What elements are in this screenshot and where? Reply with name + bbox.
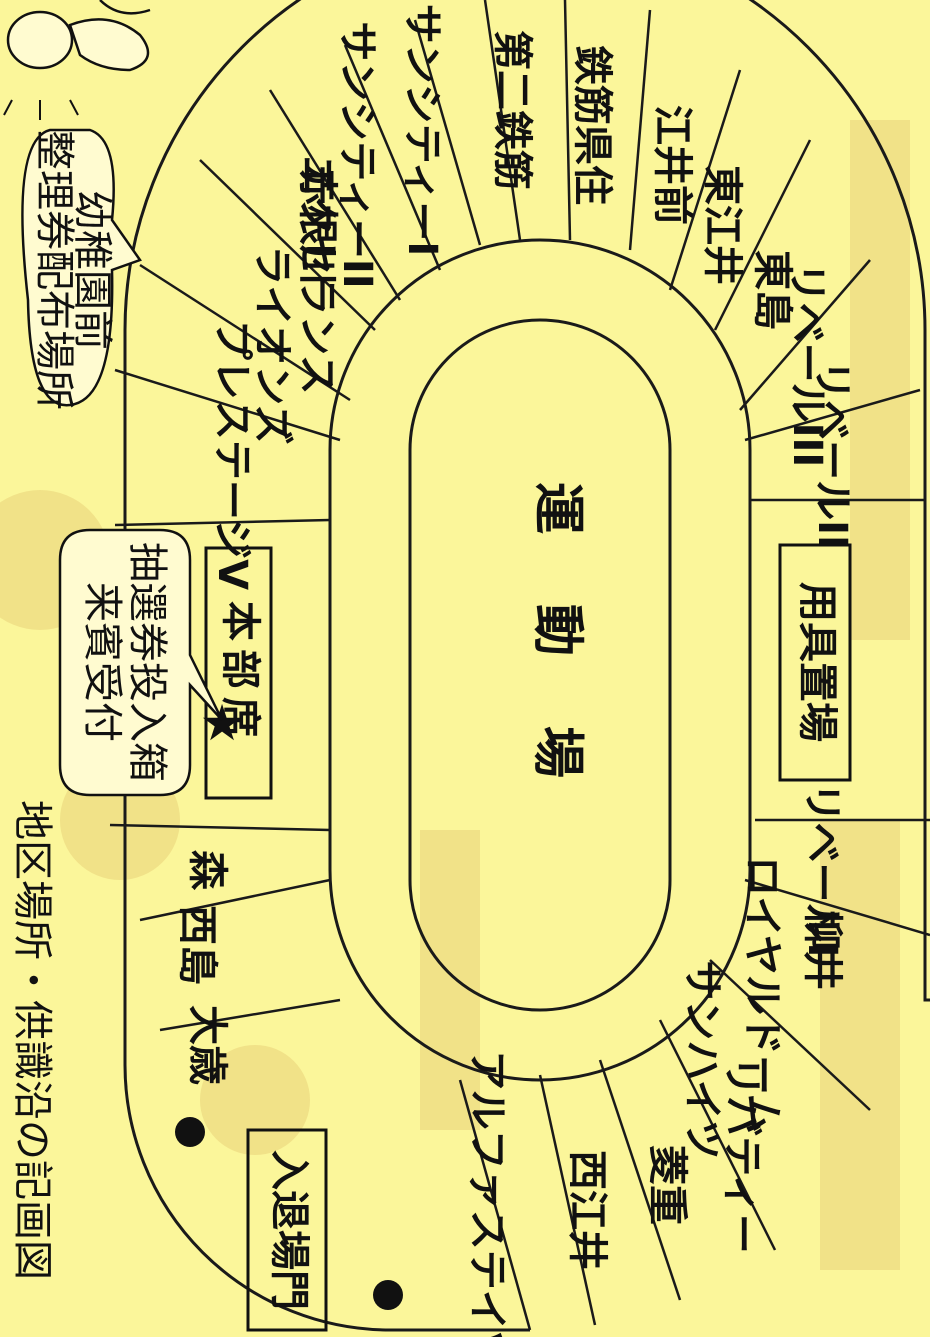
sector-label-top-12: 東江井	[699, 165, 745, 285]
guest-callout-line1: 来賓受付	[79, 582, 125, 742]
sector-dividers	[109, 0, 930, 1331]
sector-label-bottom-6: 柳井	[799, 910, 845, 990]
sector-label-bottom-2: 菱重	[644, 1145, 690, 1225]
sector-label-top-7: サンシティーII	[334, 21, 380, 288]
page-title: 地区場所・供識沿の記画図	[9, 800, 55, 1280]
sector-label-top-9: 第二鉄筋	[489, 30, 535, 190]
sector-label-bottom-7: リベールI	[799, 783, 845, 958]
ticket-callout	[21, 128, 142, 407]
sector-labels: 大歳 西島 森 プレステージVライオンズエクセランス赤根川サンシティーII サンシティー…	[174, 4, 855, 1337]
sector-label-top-11: 江井前	[649, 105, 695, 225]
guest-callout	[58, 528, 224, 797]
sector-label-top-15: リベールII	[809, 360, 855, 550]
sector-label-bottom-1: 西江井	[564, 1150, 610, 1270]
field-label: 運動場	[527, 482, 587, 848]
guest-callout-line2: 抽選券投入箱	[124, 542, 170, 782]
decorative-lines	[3, 99, 79, 120]
sector-label-bottom-4: サンハイツ	[679, 960, 725, 1159]
field-oval	[408, 318, 672, 1012]
outer-oval-line	[123, 0, 930, 1332]
sector-label-top-6: 赤根川	[294, 165, 340, 285]
equipment-box	[778, 543, 852, 782]
sector-label-top-3: プレステージV	[209, 320, 255, 590]
sector-label-top-1: 西島	[174, 905, 220, 985]
equipment-label: 用具置場	[794, 582, 840, 742]
sector-label-bottom-0: アルファステイツ	[464, 1050, 510, 1337]
sector-label-top-13: 東島	[749, 250, 795, 330]
sector-label-bottom-3: リバティー	[719, 1056, 765, 1254]
sector-label-top-8: サンシティーI	[399, 4, 445, 256]
gate-box	[246, 1128, 328, 1332]
sector-label-top-4: ライオンズ	[249, 245, 295, 444]
sector-label-top-10: 鉄筋県住	[569, 45, 615, 205]
background-texture	[0, 120, 910, 1270]
sector-label-top-0: 大歳	[184, 1005, 230, 1085]
gate-post-dot	[175, 1117, 205, 1147]
sector-label-top-14: リベールIII	[784, 263, 830, 468]
sector-label-top-5: エクセランス	[294, 155, 340, 394]
sector-label-bottom-5: ロイヤルドーム	[739, 856, 785, 1134]
hq-label: 本部席	[217, 601, 263, 745]
sector-label-top-2: 森	[184, 850, 230, 891]
ticket-callout-line2: 幼稚園前	[69, 190, 115, 350]
hq-box	[204, 546, 273, 800]
gate-label: 入退場門	[266, 1150, 312, 1310]
gate-post-dot	[373, 1280, 403, 1310]
ticket-callout-line1: 整理券配布場所	[31, 130, 77, 410]
cartoon-figure-icon	[6, 0, 151, 72]
